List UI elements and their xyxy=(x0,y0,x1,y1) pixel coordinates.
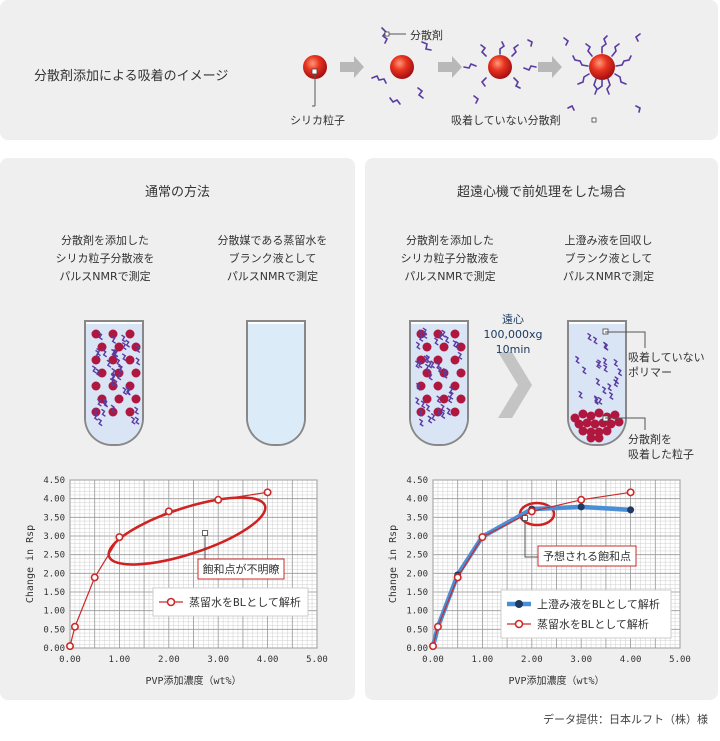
silica-particle-icon xyxy=(303,55,327,79)
y-tick-label: 3.50 xyxy=(43,513,65,523)
adsorption-illustration xyxy=(303,27,641,123)
x-tick-label: 3.00 xyxy=(207,655,229,665)
label-unadsorbed-dispersant: 吸着していない分散剤 xyxy=(451,114,561,127)
left-tube2-caption: 分散媒である蒸留水をブランク液としてパルスNMRで測定 xyxy=(217,234,328,283)
x-axis-label: PVP添加濃度（wt%） xyxy=(508,674,604,687)
y-tick-label: 2.00 xyxy=(43,569,65,579)
data-point xyxy=(627,506,635,514)
y-tick-label: 3.50 xyxy=(406,513,428,523)
arrow-icon xyxy=(340,56,364,78)
x-tick-label: 4.00 xyxy=(257,655,279,665)
supernatant-tube xyxy=(567,320,627,446)
x-tick-label: 2.00 xyxy=(521,655,543,665)
x-tick-label: 1.00 xyxy=(109,655,131,665)
left-chart: 0.00 0.50 1.00 1.50 2.00 2.50 3.00 3.50 4.00 4.50… xyxy=(25,476,328,687)
y-tick-label: 3.00 xyxy=(406,532,428,542)
y-tick-label: 0.00 xyxy=(43,644,65,654)
y-tick-label: 2.50 xyxy=(406,551,428,561)
data-point xyxy=(428,642,437,651)
callout-box xyxy=(197,558,285,580)
label-silica-particle: シリカ粒子 xyxy=(290,114,345,127)
x-tick-label: 5.00 xyxy=(669,655,691,665)
label-adsorbed-particle: 分散剤を吸着した粒子 xyxy=(628,433,694,461)
right-tube2-caption: 上澄み液を回収しブランク液としてパルスNMRで測定 xyxy=(562,234,655,283)
legend-marker xyxy=(514,619,524,629)
legend-label: 蒸留水をBLとして解析 xyxy=(537,617,649,631)
data-point xyxy=(478,533,487,542)
x-tick-label: 3.00 xyxy=(570,655,592,665)
y-tick-label: 4.50 xyxy=(43,476,65,486)
label-unadsorbed-polymer: 吸着していないポリマー xyxy=(628,351,705,379)
y-tick-label: 4.50 xyxy=(406,476,428,486)
dispersion-tube-right xyxy=(409,320,469,446)
data-point xyxy=(90,573,99,582)
legend-label: 蒸留水をBLとして解析 xyxy=(189,595,301,609)
right-chart: 0.00 0.50 1.00 1.50 2.00 2.50 3.00 3.50 4.00 4.50… xyxy=(388,476,691,687)
x-axis-label: PVP添加濃度（wt%） xyxy=(145,674,241,687)
x-tick-label: 0.00 xyxy=(422,655,444,665)
legend-marker xyxy=(515,600,523,608)
y-tick-label: 1.50 xyxy=(406,588,428,598)
leader-lines xyxy=(605,331,646,430)
x-tick-label: 1.00 xyxy=(472,655,494,665)
y-tick-label: 0.50 xyxy=(406,625,428,635)
data-point xyxy=(577,495,586,504)
legend-marker xyxy=(166,597,176,607)
data-point xyxy=(527,507,536,516)
top-title: 分散剤添加による吸着のイメージ xyxy=(34,69,229,84)
x-tick-label: 0.00 xyxy=(59,655,81,665)
data-point xyxy=(115,533,124,542)
y-tick-label: 4.00 xyxy=(43,495,65,505)
left-panel-title: 通常の方法 xyxy=(144,185,210,200)
data-point xyxy=(453,573,462,582)
y-tick-label: 2.50 xyxy=(43,551,65,561)
y-axis-label: Change in Rsp xyxy=(388,525,399,603)
data-point xyxy=(577,503,585,511)
y-tick-label: 1.00 xyxy=(43,607,65,617)
data-point xyxy=(70,622,79,631)
data-point xyxy=(626,488,635,497)
legend-box xyxy=(500,589,672,639)
right-tube1-caption: 分散剤を添加したシリカ粒子分散液をパルスNMRで測定 xyxy=(400,234,500,283)
data-point xyxy=(214,495,223,504)
x-tick-label: 2.00 xyxy=(158,655,180,665)
y-tick-label: 1.00 xyxy=(406,607,428,617)
y-tick-label: 4.00 xyxy=(406,495,428,505)
data-point xyxy=(433,622,442,631)
y-tick-label: 0.50 xyxy=(43,625,65,635)
centrifuge-arrow-icon xyxy=(498,352,532,418)
y-tick-label: 0.00 xyxy=(406,644,428,654)
left-tube1-caption: 分散剤を添加したシリカ粒子分散液をパルスNMRで測定 xyxy=(55,234,155,283)
data-credit: データ提供：日本ルフト（株）様 xyxy=(543,713,708,726)
callout-box xyxy=(537,545,637,567)
x-tick-label: 5.00 xyxy=(306,655,328,665)
y-axis-label: Change in Rsp xyxy=(25,525,36,603)
y-tick-label: 3.00 xyxy=(43,532,65,542)
blank-tube xyxy=(246,320,306,446)
x-tick-label: 4.00 xyxy=(620,655,642,665)
right-panel-title: 超遠心機で前処理をした場合 xyxy=(456,185,626,200)
legend-label: 上澄み液をBLとして解析 xyxy=(537,597,660,611)
callout-text: 予想される飽和点 xyxy=(543,549,631,563)
y-tick-label: 2.00 xyxy=(406,569,428,579)
data-point xyxy=(65,642,74,651)
label-dispersant: 分散剤 xyxy=(410,29,443,42)
dispersion-tube xyxy=(84,320,144,446)
data-point xyxy=(164,507,173,516)
y-tick-label: 1.50 xyxy=(43,588,65,598)
data-point xyxy=(263,488,272,497)
callout-text: 飽和点が不明瞭 xyxy=(203,562,280,576)
